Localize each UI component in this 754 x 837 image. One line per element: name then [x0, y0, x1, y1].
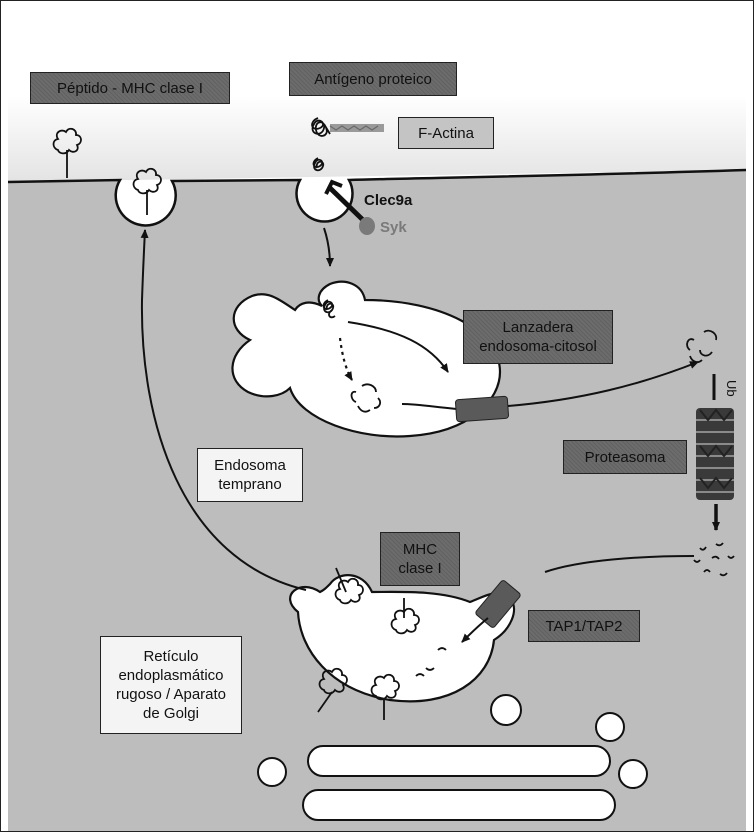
surface-peptide-mhc-icon — [52, 127, 82, 178]
ub-label: Ub — [724, 380, 739, 397]
er-golgi-compartment — [289, 574, 516, 703]
plasma-membrane — [7, 168, 747, 227]
shuttle-label: Lanzadera endosoma-citosol — [463, 310, 613, 364]
vesicle-2 — [595, 712, 625, 742]
clec9a-label: Clec9a — [364, 192, 413, 209]
f-actin-pattern — [329, 125, 379, 131]
cytosolic-antigen-icon — [686, 329, 718, 363]
endosome-antigen-icon — [322, 299, 336, 319]
clec9a-receptor — [328, 186, 365, 222]
endocytosed-antigen-icon — [312, 157, 325, 172]
er-mhc-peptides-icon — [317, 567, 447, 720]
tap-arrow — [461, 617, 489, 643]
mhc-class-i-label: MHC clase I — [380, 532, 460, 586]
golgi-cisterna-2 — [302, 789, 616, 821]
protein-antigen-icon — [311, 117, 331, 137]
vesicle-peptide-mhc-icon — [132, 167, 162, 215]
endosome-arrow — [347, 321, 449, 373]
proteasome-label: Proteasoma — [563, 440, 687, 474]
shuttle-channel — [454, 395, 510, 423]
unfolded-antigen-icon — [350, 383, 381, 413]
proteasome-icon — [696, 408, 734, 500]
to-cytosol-arrow — [507, 361, 699, 407]
outside-haze — [8, 96, 746, 186]
golgi-cisterna-1 — [307, 745, 611, 777]
early-endosome-label: Endosoma temprano — [197, 448, 303, 502]
syk-label: Syk — [380, 219, 407, 236]
peptide-mhc-label: Péptido - MHC clase I — [30, 72, 230, 104]
endocytosis-arrow — [323, 227, 334, 267]
early-endosome — [231, 280, 502, 438]
clec9a-head — [324, 179, 343, 195]
vesicle-4 — [618, 759, 648, 789]
f-actin-label: F-Actina — [398, 117, 494, 149]
syk-icon — [359, 217, 375, 235]
er-golgi-label: Retículo endoplasmático rugoso / Aparato… — [100, 636, 242, 734]
peptide-to-tap-line — [544, 555, 695, 573]
vesicle-3 — [257, 757, 287, 787]
peptide-fragments-icon — [693, 542, 735, 577]
export-arrow — [140, 229, 307, 591]
tap-label: TAP1/TAP2 — [528, 610, 640, 642]
antigen-label: Antígeno proteico — [289, 62, 457, 96]
vesicle-1 — [490, 694, 522, 726]
